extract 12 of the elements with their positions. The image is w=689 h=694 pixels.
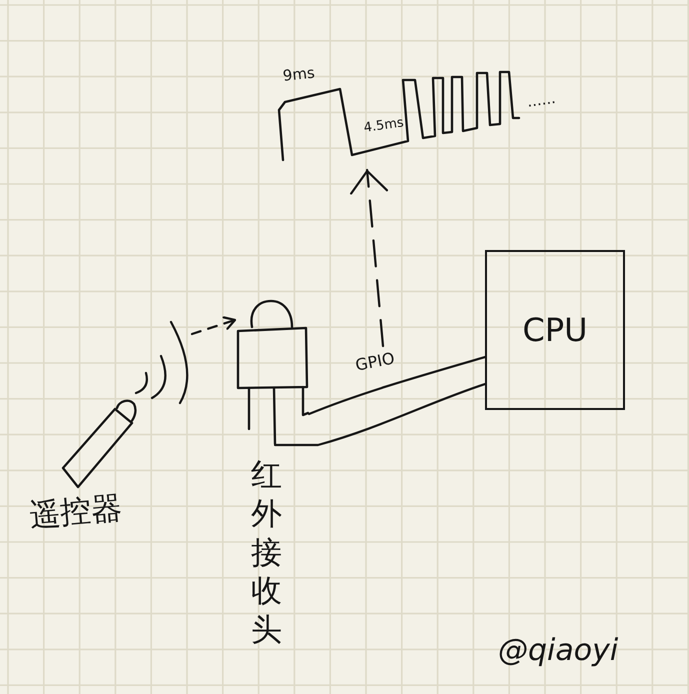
signature: @qiaoyi <box>498 634 618 668</box>
cpu-box: CPU <box>485 250 625 410</box>
part-label: 遥控器 <box>28 490 124 534</box>
part-label: 红外接收头 <box>250 456 283 650</box>
duration-label: 9ms <box>282 64 316 86</box>
duration-label: 4.5ms <box>363 116 405 137</box>
continuation-dots: ...... <box>526 90 557 112</box>
dashed-arrow <box>350 168 388 348</box>
edge-label: GPIO <box>354 350 396 376</box>
wire <box>308 356 486 416</box>
dashed-arrow <box>190 316 236 336</box>
wire <box>274 382 486 446</box>
